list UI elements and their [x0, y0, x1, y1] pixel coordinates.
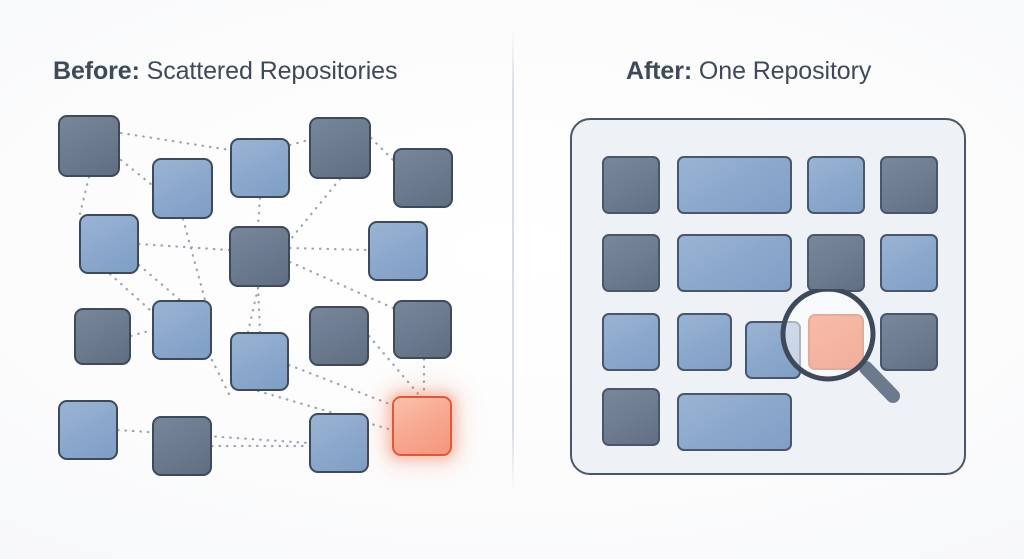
after-title-rest: One Repository	[692, 57, 872, 85]
after-panel-title: After: One Repository	[626, 57, 871, 86]
repository-tile[interactable]	[880, 313, 938, 371]
repository-node[interactable]	[152, 416, 212, 476]
connector-line	[256, 285, 262, 334]
repository-node[interactable]	[230, 332, 289, 391]
repository-node[interactable]	[79, 214, 139, 274]
repository-tile[interactable]	[880, 156, 938, 214]
connector-line	[129, 328, 154, 338]
repository-tile[interactable]	[677, 234, 792, 292]
connector-line	[246, 286, 260, 334]
repository-tile[interactable]	[677, 393, 792, 451]
repository-tile[interactable]	[677, 156, 792, 214]
before-title-rest: Scattered Repositories	[139, 57, 398, 85]
connector-line	[210, 358, 234, 402]
repository-tile[interactable]	[807, 234, 865, 292]
connector-line	[288, 177, 342, 242]
repository-node[interactable]	[152, 300, 212, 360]
repository-node[interactable]	[393, 300, 452, 359]
repository-tile[interactable]	[602, 234, 660, 292]
repository-tile[interactable]	[602, 388, 660, 446]
repository-tile[interactable]	[602, 156, 660, 214]
repository-node[interactable]	[309, 413, 369, 473]
highlighted-repository-node[interactable]	[392, 396, 452, 456]
connector-line	[288, 246, 370, 252]
connector-line	[287, 363, 407, 412]
connector-line	[137, 263, 182, 302]
repository-tile[interactable]	[880, 234, 938, 292]
highlighted-repository-tile[interactable]	[808, 314, 864, 370]
repository-node[interactable]	[58, 115, 120, 177]
before-title-lead: Before:	[53, 57, 140, 85]
connector-line	[137, 242, 231, 252]
connector-line	[288, 138, 311, 147]
repository-tile[interactable]	[745, 321, 801, 379]
repository-node[interactable]	[230, 138, 290, 198]
repository-node[interactable]	[74, 308, 131, 365]
repository-node[interactable]	[229, 226, 290, 287]
panel-divider	[512, 28, 514, 492]
repository-tile[interactable]	[807, 156, 865, 214]
repository-node[interactable]	[393, 148, 453, 208]
repository-tile[interactable]	[602, 313, 660, 371]
connector-line	[181, 217, 207, 302]
repository-node[interactable]	[58, 400, 118, 460]
before-panel-title: Before: Scattered Repositories	[53, 57, 397, 86]
connector-line	[108, 272, 152, 312]
repository-node[interactable]	[309, 117, 371, 179]
connector-line	[256, 196, 262, 228]
repository-node[interactable]	[309, 306, 369, 366]
scattered-repositories-graph	[58, 115, 453, 476]
repository-tile[interactable]	[677, 313, 732, 371]
unified-repository-container	[570, 118, 966, 475]
after-title-lead: After:	[626, 57, 693, 85]
repository-node[interactable]	[152, 158, 213, 219]
connector-line	[119, 131, 232, 152]
connector-line	[116, 428, 311, 445]
connector-line	[119, 158, 154, 187]
repository-node[interactable]	[368, 221, 428, 281]
connector-line	[78, 175, 91, 216]
connector-line	[369, 136, 395, 162]
